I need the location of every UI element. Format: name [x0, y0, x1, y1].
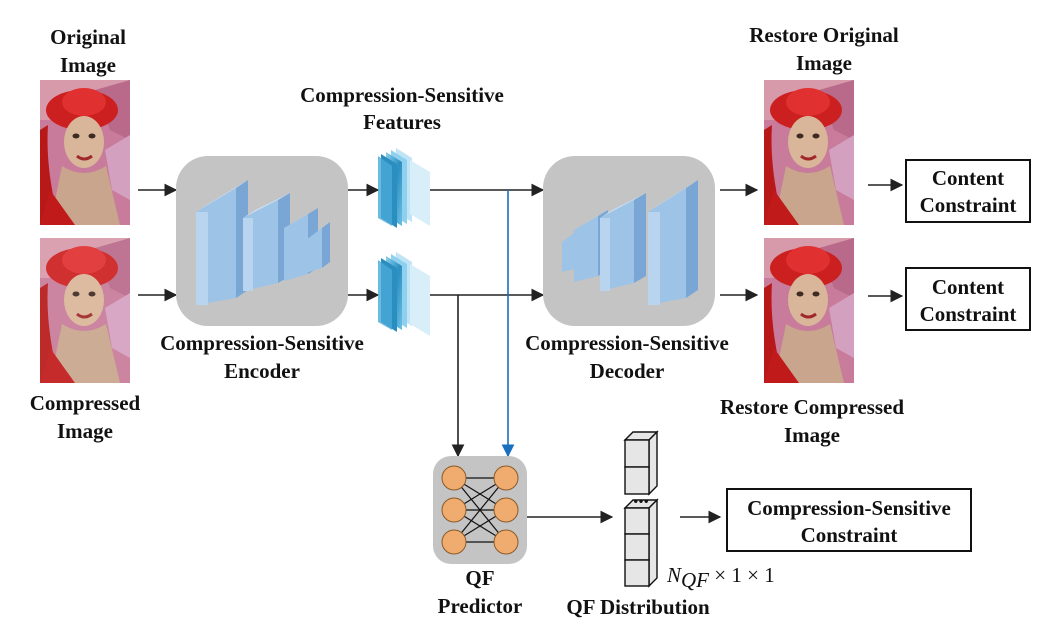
restore-original-label: Restore Original Image	[749, 23, 899, 75]
qf-distribution-cubes	[623, 430, 659, 588]
features-label: Compression-Sensitive Features	[300, 83, 504, 134]
restore-compressed-label: Restore Compressed Image	[720, 395, 904, 447]
feature-maps-bottom	[378, 252, 430, 336]
svg-text:Features: Features	[363, 110, 441, 134]
svg-text:Predictor: Predictor	[438, 594, 523, 618]
svg-text:QF: QF	[465, 566, 494, 590]
encoder-layers	[196, 180, 330, 305]
feature-maps-top	[378, 148, 430, 228]
qf-distribution-ellipsis: ...	[633, 484, 649, 508]
svg-text:Image: Image	[57, 419, 113, 443]
qf-distribution-label: QF Distribution	[566, 595, 710, 619]
svg-text:Constraint: Constraint	[801, 523, 898, 547]
restore-compressed-image	[762, 236, 856, 385]
svg-text:Compressed: Compressed	[30, 391, 141, 415]
original-image	[38, 78, 132, 227]
original-image-label: Original Image	[50, 25, 126, 77]
cs-constraint-box: Compression-Sensitive Constraint	[726, 488, 972, 552]
content-constraint-box-2: Content Constraint	[905, 267, 1031, 331]
qf-predictor-label: QF Predictor	[438, 566, 523, 618]
svg-text:Image: Image	[796, 51, 852, 75]
svg-text:Restore Original: Restore Original	[749, 23, 899, 47]
svg-text:Content: Content	[932, 166, 1004, 190]
qf-predictor-module	[433, 456, 527, 564]
svg-text:Decoder: Decoder	[590, 359, 665, 383]
encoder-label: Compression-Sensitive Encoder	[160, 331, 364, 383]
decoder-label: Compression-Sensitive Decoder	[525, 331, 729, 383]
encoder-module	[176, 156, 348, 326]
svg-text:Original: Original	[50, 25, 126, 49]
compressed-image-label: Compressed Image	[30, 391, 141, 443]
svg-text:Compression-Sensitive: Compression-Sensitive	[525, 331, 729, 355]
svg-text:Encoder: Encoder	[224, 359, 300, 383]
svg-text:Image: Image	[60, 53, 116, 77]
svg-text:Compression-Sensitive: Compression-Sensitive	[300, 83, 504, 107]
qf-predictor-neurons	[441, 465, 519, 555]
decoder-layers	[562, 180, 698, 305]
svg-text:Content: Content	[932, 275, 1004, 299]
svg-text:Compression-Sensitive: Compression-Sensitive	[747, 496, 951, 520]
qf-distribution-dims: NQF × 1 × 1	[666, 563, 775, 592]
compressed-image	[38, 236, 132, 385]
svg-text:Constraint: Constraint	[920, 302, 1017, 326]
restore-original-image	[762, 78, 856, 227]
svg-text:Restore Compressed: Restore Compressed	[720, 395, 904, 419]
content-constraint-box-1: Content Constraint	[905, 159, 1031, 223]
svg-text:Compression-Sensitive: Compression-Sensitive	[160, 331, 364, 355]
svg-text:Image: Image	[784, 423, 840, 447]
svg-text:Constraint: Constraint	[920, 193, 1017, 217]
decoder-module	[543, 156, 715, 326]
svg-text:NQF × 1 × 1: NQF × 1 × 1	[666, 563, 775, 592]
